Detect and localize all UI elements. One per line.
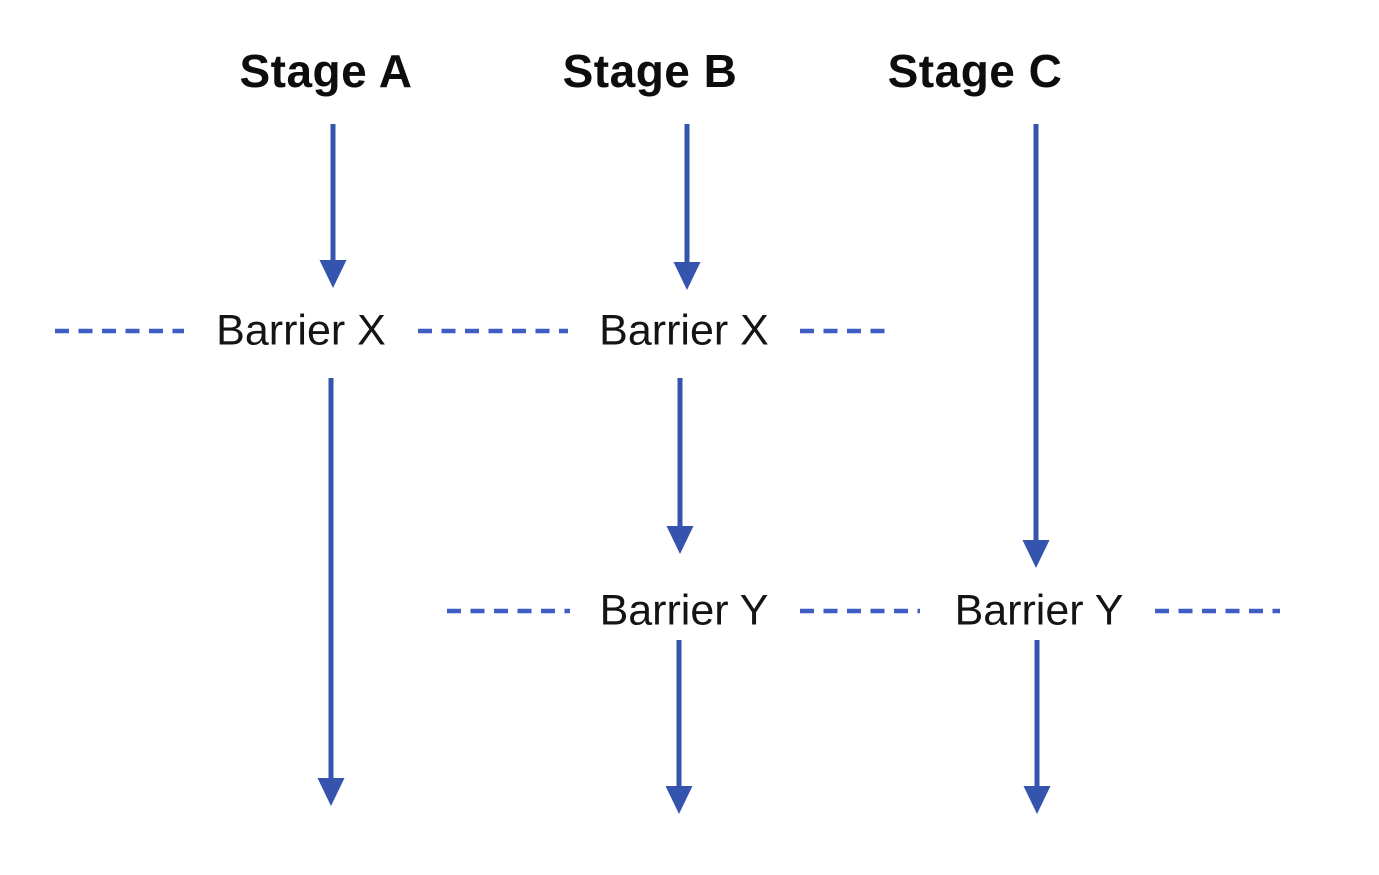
stage-a-title: Stage A bbox=[239, 45, 413, 97]
stage-b-arrow-middle-head bbox=[666, 526, 694, 554]
stage-b-arrow-top-head bbox=[673, 262, 701, 290]
stage-c-arrow-top-head bbox=[1022, 540, 1050, 568]
barrier-y-label-stage-c: Barrier Y bbox=[948, 589, 1130, 633]
barrier-x-label-stage-b: Barrier X bbox=[593, 309, 775, 353]
stage-c-arrow-bottom bbox=[1023, 640, 1051, 814]
stage-a-arrow-top-head bbox=[319, 260, 347, 288]
barrier-x-label-stage-a: Barrier X bbox=[210, 309, 392, 353]
stage-a-arrow-bottom-head bbox=[317, 778, 345, 806]
stage-c-title: Stage C bbox=[887, 45, 1063, 97]
stage-a-arrow-top bbox=[319, 124, 347, 288]
stage-b-arrow-bottom bbox=[665, 640, 693, 814]
stage-a-arrow-bottom bbox=[317, 378, 345, 806]
stage-c-arrow-top bbox=[1022, 124, 1050, 568]
stage-b-arrow-middle bbox=[666, 378, 694, 554]
stage-c-arrow-bottom-head bbox=[1023, 786, 1051, 814]
stage-b-arrow-top bbox=[673, 124, 701, 290]
stage-b-title: Stage B bbox=[562, 45, 738, 97]
barrier-y-label-stage-b: Barrier Y bbox=[593, 589, 775, 633]
stage-b-arrow-bottom-head bbox=[665, 786, 693, 814]
